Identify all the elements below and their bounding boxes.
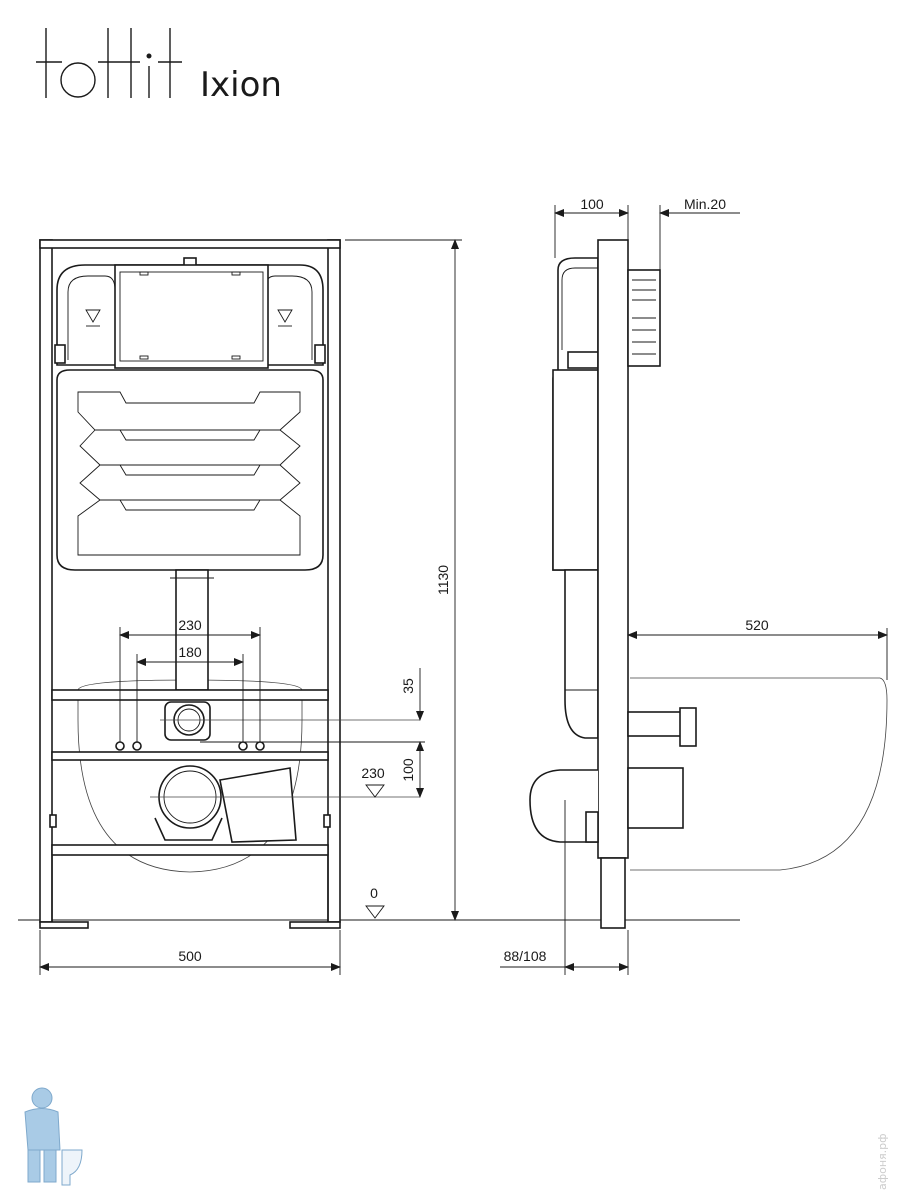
front-view: 500 1130 230 180 35 100 230 0 <box>39 239 462 975</box>
dim-height: 1130 <box>435 565 451 595</box>
dim-offset-top: 35 <box>400 678 416 694</box>
watermark-text: афоня.рф <box>876 1133 889 1190</box>
dim-min-gap: Min.20 <box>684 196 726 212</box>
dim-spacing-outer: 230 <box>178 617 202 633</box>
model-name: Ixion <box>200 65 282 105</box>
dim-width: 500 <box>178 948 202 964</box>
dim-outlet-offset: 88/108 <box>504 948 547 964</box>
plumber-mascot-icon <box>24 1087 83 1186</box>
dim-bowl-length: 520 <box>745 617 769 633</box>
dim-spacing-inner: 180 <box>178 644 202 660</box>
brand-logo: Ixion <box>36 28 282 105</box>
flush-plate-area <box>114 264 269 369</box>
level-floor: 0 <box>370 885 378 901</box>
dim-offset-bottom: 100 <box>400 758 416 782</box>
dim-depth: 100 <box>580 196 604 212</box>
level-outlet: 230 <box>361 765 385 781</box>
side-view: 100 Min.20 520 88/108 <box>500 196 888 975</box>
